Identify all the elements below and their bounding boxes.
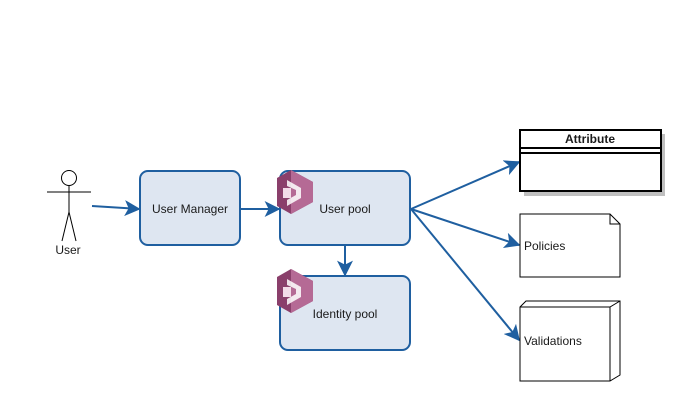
user-manager-node[interactable]: User Manager (139, 170, 241, 246)
edge-user-to-manager[interactable] (91, 200, 141, 217)
user-actor-label: User (55, 243, 80, 257)
user-pool-node[interactable]: User pool (277, 170, 411, 246)
policies-note-node[interactable]: Policies (519, 213, 621, 278)
edge-userpool-to-policies[interactable] (410, 208, 521, 249)
user-manager-label: User Manager (152, 202, 228, 216)
attribute-class-node[interactable]: Attribute (519, 129, 665, 196)
cognito-icon (277, 170, 313, 214)
edge-userpool-to-validations[interactable] (410, 208, 521, 342)
identity-pool-node[interactable]: Identity pool (277, 269, 411, 351)
validations-box-node[interactable]: Validations (519, 300, 621, 382)
identity-pool-label: Identity pool (313, 307, 378, 321)
policies-label: Policies (524, 239, 565, 253)
user-actor[interactable]: User (47, 170, 91, 258)
cognito-icon (277, 269, 313, 313)
user-pool-label: User pool (319, 202, 370, 216)
edge-userpool-to-attribute[interactable] (410, 160, 521, 210)
attribute-title: Attribute (565, 132, 615, 146)
connectors (91, 160, 521, 342)
validations-label: Validations (524, 334, 582, 348)
